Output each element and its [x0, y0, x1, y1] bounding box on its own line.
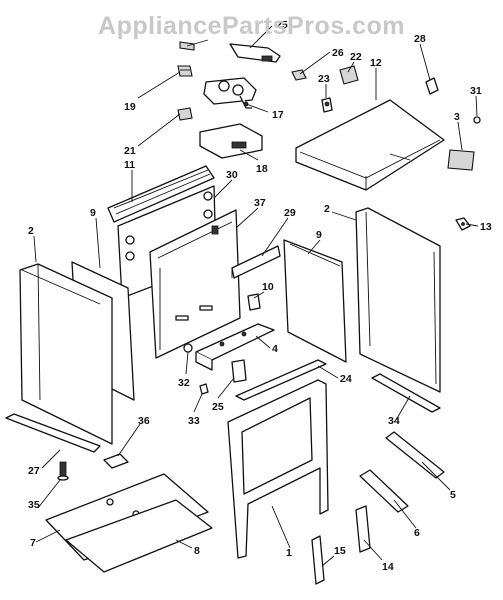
callout-label: 25 [276, 19, 288, 31]
part-11-rear-panel [107, 165, 215, 223]
part-6-rail [359, 469, 409, 513]
part-21-clip [177, 107, 193, 121]
part-25-lower-bracket [231, 359, 247, 383]
callout-label: 9 [316, 229, 322, 241]
part-1-front-frame [227, 379, 329, 559]
callout-label: 9 [90, 207, 96, 219]
part-37-back-panel [149, 209, 241, 359]
callout-label: 8 [194, 545, 200, 557]
callout-label: 12 [370, 57, 382, 69]
callout-label: 4 [272, 343, 278, 355]
callout-label: 27 [28, 465, 40, 477]
callout-label: 26 [332, 47, 344, 59]
callout-label: 21 [124, 145, 136, 157]
part-29-support [231, 245, 281, 279]
part-24-crossbar [235, 359, 327, 401]
callout-label: 5 [450, 489, 456, 501]
part-19-clip [177, 65, 193, 77]
callout-label: 19 [124, 101, 136, 113]
part-34-rail [371, 373, 441, 413]
callout-label: 13 [480, 221, 492, 233]
callout-label: 3 [454, 111, 460, 123]
part-23-clip [321, 97, 333, 113]
callout-label: 35 [28, 499, 40, 511]
part-2-side-panel-right [355, 207, 441, 393]
part-3-spacer [447, 149, 475, 171]
callout-label: 17 [272, 109, 284, 121]
part-13-bracket [455, 217, 471, 231]
part-22-bracket [339, 65, 359, 85]
part-31-screw [473, 116, 481, 124]
callout-label: 25 [212, 401, 224, 413]
part-12-top-panel [295, 99, 445, 191]
callout-label: 2 [28, 225, 34, 237]
part-8-bottom-insulation [65, 499, 213, 573]
callout-label: 24 [340, 373, 352, 385]
callout-label: 15 [334, 545, 346, 557]
callout-label: 28 [414, 33, 426, 45]
part-4-brace [195, 323, 275, 371]
callout-label: 34 [388, 415, 400, 427]
callout-label: 2 [324, 203, 330, 215]
callout-label: 30 [226, 169, 238, 181]
callout-label: 7 [30, 537, 36, 549]
part-14-bracket [355, 505, 371, 553]
callout-label: 11 [124, 159, 135, 171]
callout-label: 33 [188, 415, 200, 427]
part-15-bracket [311, 535, 325, 585]
part-33-nut [199, 383, 209, 395]
part-27-leveling-leg [57, 461, 69, 481]
callout-label: 23 [318, 73, 330, 85]
callout-label: 18 [256, 163, 268, 175]
part-28-clip [425, 77, 439, 95]
callout-label: 14 [382, 561, 394, 573]
callout-label: 32 [178, 377, 190, 389]
part-5-rail [385, 431, 445, 479]
part-25-bracket [229, 43, 281, 63]
callout-label: 29 [284, 207, 296, 219]
part-18-bracket [199, 123, 263, 159]
part-2-side-panel-left [19, 263, 113, 445]
part-9-insulation-right [283, 239, 347, 363]
part-35-kick-rail [5, 413, 101, 453]
part-36-bracket [103, 453, 129, 469]
callout-label: 37 [254, 197, 266, 209]
part-17-valve-assembly [203, 77, 257, 109]
callout-label: 22 [350, 51, 362, 63]
callout-label: 6 [414, 527, 420, 539]
callout-label: 31 [470, 85, 482, 97]
part-10-clip [247, 293, 261, 311]
callout-label: 36 [138, 415, 150, 427]
callout-label: 1 [286, 547, 292, 559]
callout-label: 10 [262, 281, 274, 293]
part-32-nut [183, 343, 193, 353]
